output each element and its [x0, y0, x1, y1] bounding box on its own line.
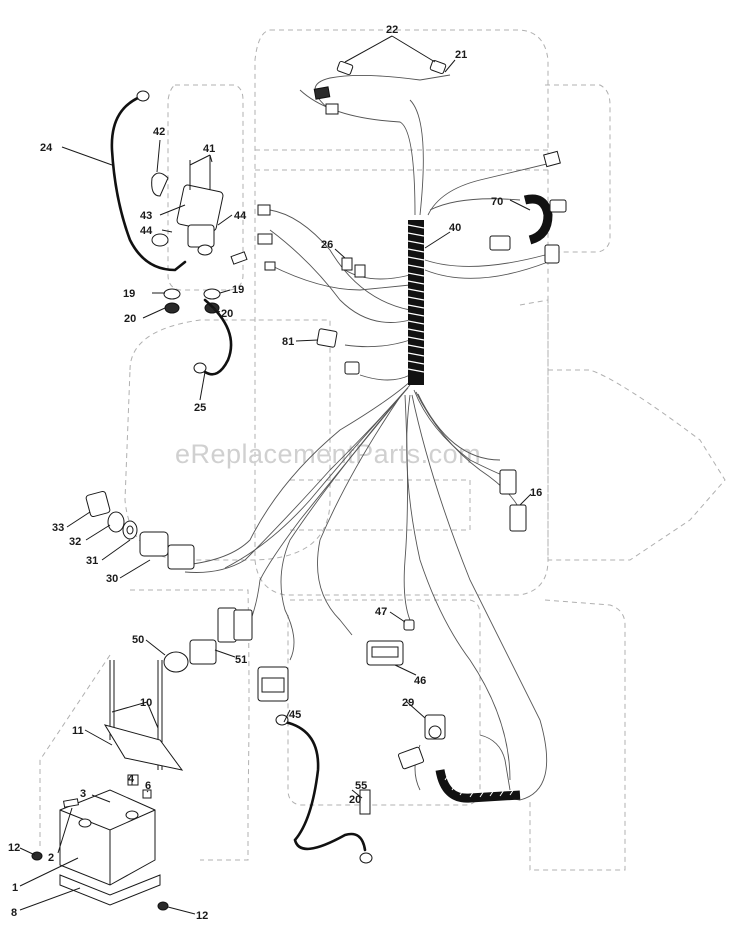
label-31: 31	[86, 555, 98, 567]
label-50: 50	[132, 634, 144, 646]
label-12-left: 12	[8, 842, 20, 854]
battery-assembly	[31, 660, 184, 911]
label-32: 32	[69, 536, 81, 548]
part-labels: 22 21 24 42 41 43 44 44 19 19 20 20 25 7…	[8, 24, 542, 922]
battery-cables	[110, 90, 373, 864]
label-26: 26	[321, 239, 333, 251]
switches-and-meters	[163, 607, 446, 740]
label-21: 21	[455, 49, 467, 61]
label-33: 33	[52, 522, 64, 534]
label-44-right: 44	[234, 210, 247, 222]
harness-wires	[184, 74, 556, 801]
label-42: 42	[153, 126, 165, 138]
label-40: 40	[449, 222, 461, 234]
label-81: 81	[282, 336, 294, 348]
harness-coil-bottom	[397, 746, 521, 803]
label-20-bottom: 20	[349, 794, 361, 806]
label-8: 8	[11, 907, 17, 919]
connector-16	[499, 469, 527, 532]
label-24: 24	[40, 142, 53, 154]
top-connectors	[257, 59, 561, 271]
label-47: 47	[375, 606, 387, 618]
label-46: 46	[414, 675, 426, 687]
label-19-right: 19	[232, 284, 244, 296]
label-10: 10	[140, 697, 152, 709]
ignition-switch-parts	[85, 490, 195, 570]
label-30: 30	[106, 573, 118, 585]
label-29: 29	[402, 697, 414, 709]
harness-coil-70	[489, 194, 567, 264]
label-19-left: 19	[123, 288, 135, 300]
label-1: 1	[12, 882, 18, 894]
label-41: 41	[203, 143, 215, 155]
label-25: 25	[194, 402, 206, 414]
label-43: 43	[140, 210, 152, 222]
label-55: 55	[355, 780, 367, 792]
watermark-text: eReplacementParts.com	[175, 439, 481, 469]
label-70: 70	[491, 196, 503, 208]
label-51: 51	[235, 654, 247, 666]
label-20-right: 20	[221, 308, 233, 320]
label-22: 22	[386, 24, 398, 36]
label-12-right: 12	[196, 910, 208, 922]
solenoid-assembly	[151, 155, 248, 314]
label-6: 6	[145, 780, 151, 792]
label-44-left: 44	[140, 225, 153, 237]
label-2: 2	[48, 852, 54, 864]
label-3: 3	[80, 788, 86, 800]
harness-sleeve	[407, 220, 425, 385]
label-20-left: 20	[124, 313, 136, 325]
label-16: 16	[530, 487, 542, 499]
connectors-26-81	[316, 257, 366, 375]
label-4: 4	[128, 773, 135, 785]
label-11: 11	[72, 725, 84, 737]
label-45: 45	[289, 709, 301, 721]
leader-lines	[19, 35, 532, 915]
